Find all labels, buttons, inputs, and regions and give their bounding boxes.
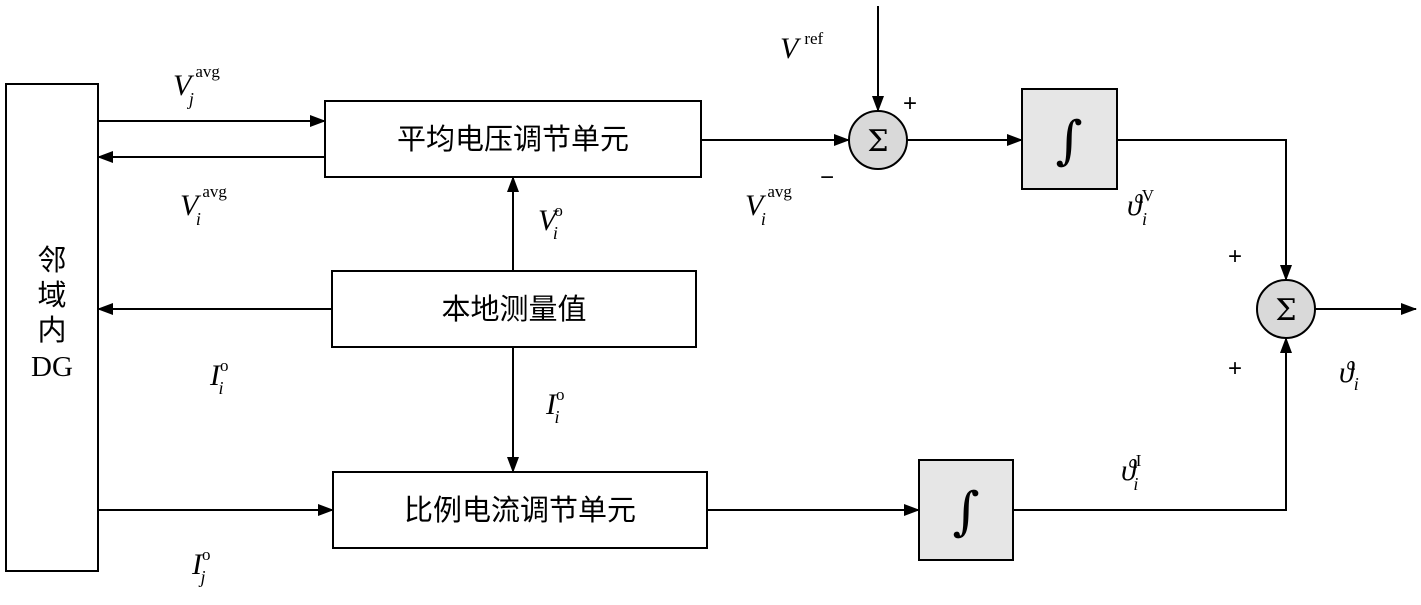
output-sum-plus-bottom: + — [1228, 355, 1242, 382]
integral-symbol-voltage: ∫ — [1055, 111, 1082, 171]
local-measurement-label: 本地测量值 — [441, 292, 586, 326]
wire-theta-v-to-sum — [1117, 139, 1292, 281]
integrator-current-block: ∫ — [918, 459, 1014, 561]
prop-current-unit-block: 比例电流调节单元 — [332, 471, 708, 549]
summing-junction-voltage: Σ — [848, 110, 908, 170]
local-measurement-block: 本地测量值 — [331, 270, 697, 348]
neighbor-label-line-2: 域 — [37, 278, 66, 312]
integrator-voltage-block: ∫ — [1021, 88, 1118, 190]
output-sum-plus-top: + — [1228, 243, 1242, 270]
wire-theta-i-to-sum — [1013, 337, 1292, 511]
sum-symbol-output: Σ — [1275, 293, 1296, 328]
summing-junction-output: Σ — [1256, 279, 1316, 339]
neighbor-label-line-1: 邻 — [37, 243, 66, 277]
sum-plus-sign-top: + — [903, 90, 917, 117]
avg-voltage-unit-block: 平均电压调节单元 — [324, 100, 702, 178]
neighbor-label-line-3: 内 — [37, 313, 66, 347]
prop-current-unit-label: 比例电流调节单元 — [404, 493, 636, 527]
neighbor-dg-block: 邻 域 内 DG — [5, 83, 99, 572]
sum-minus-sign: − — [820, 164, 834, 191]
signal-theta-out: ϑi — [1339, 356, 1359, 394]
avg-voltage-unit-label: 平均电压调节单元 — [397, 122, 629, 156]
sum-symbol-voltage: Σ — [867, 124, 888, 159]
integral-symbol-current: ∫ — [952, 482, 979, 542]
neighbor-label-line-4: DG — [31, 351, 73, 383]
